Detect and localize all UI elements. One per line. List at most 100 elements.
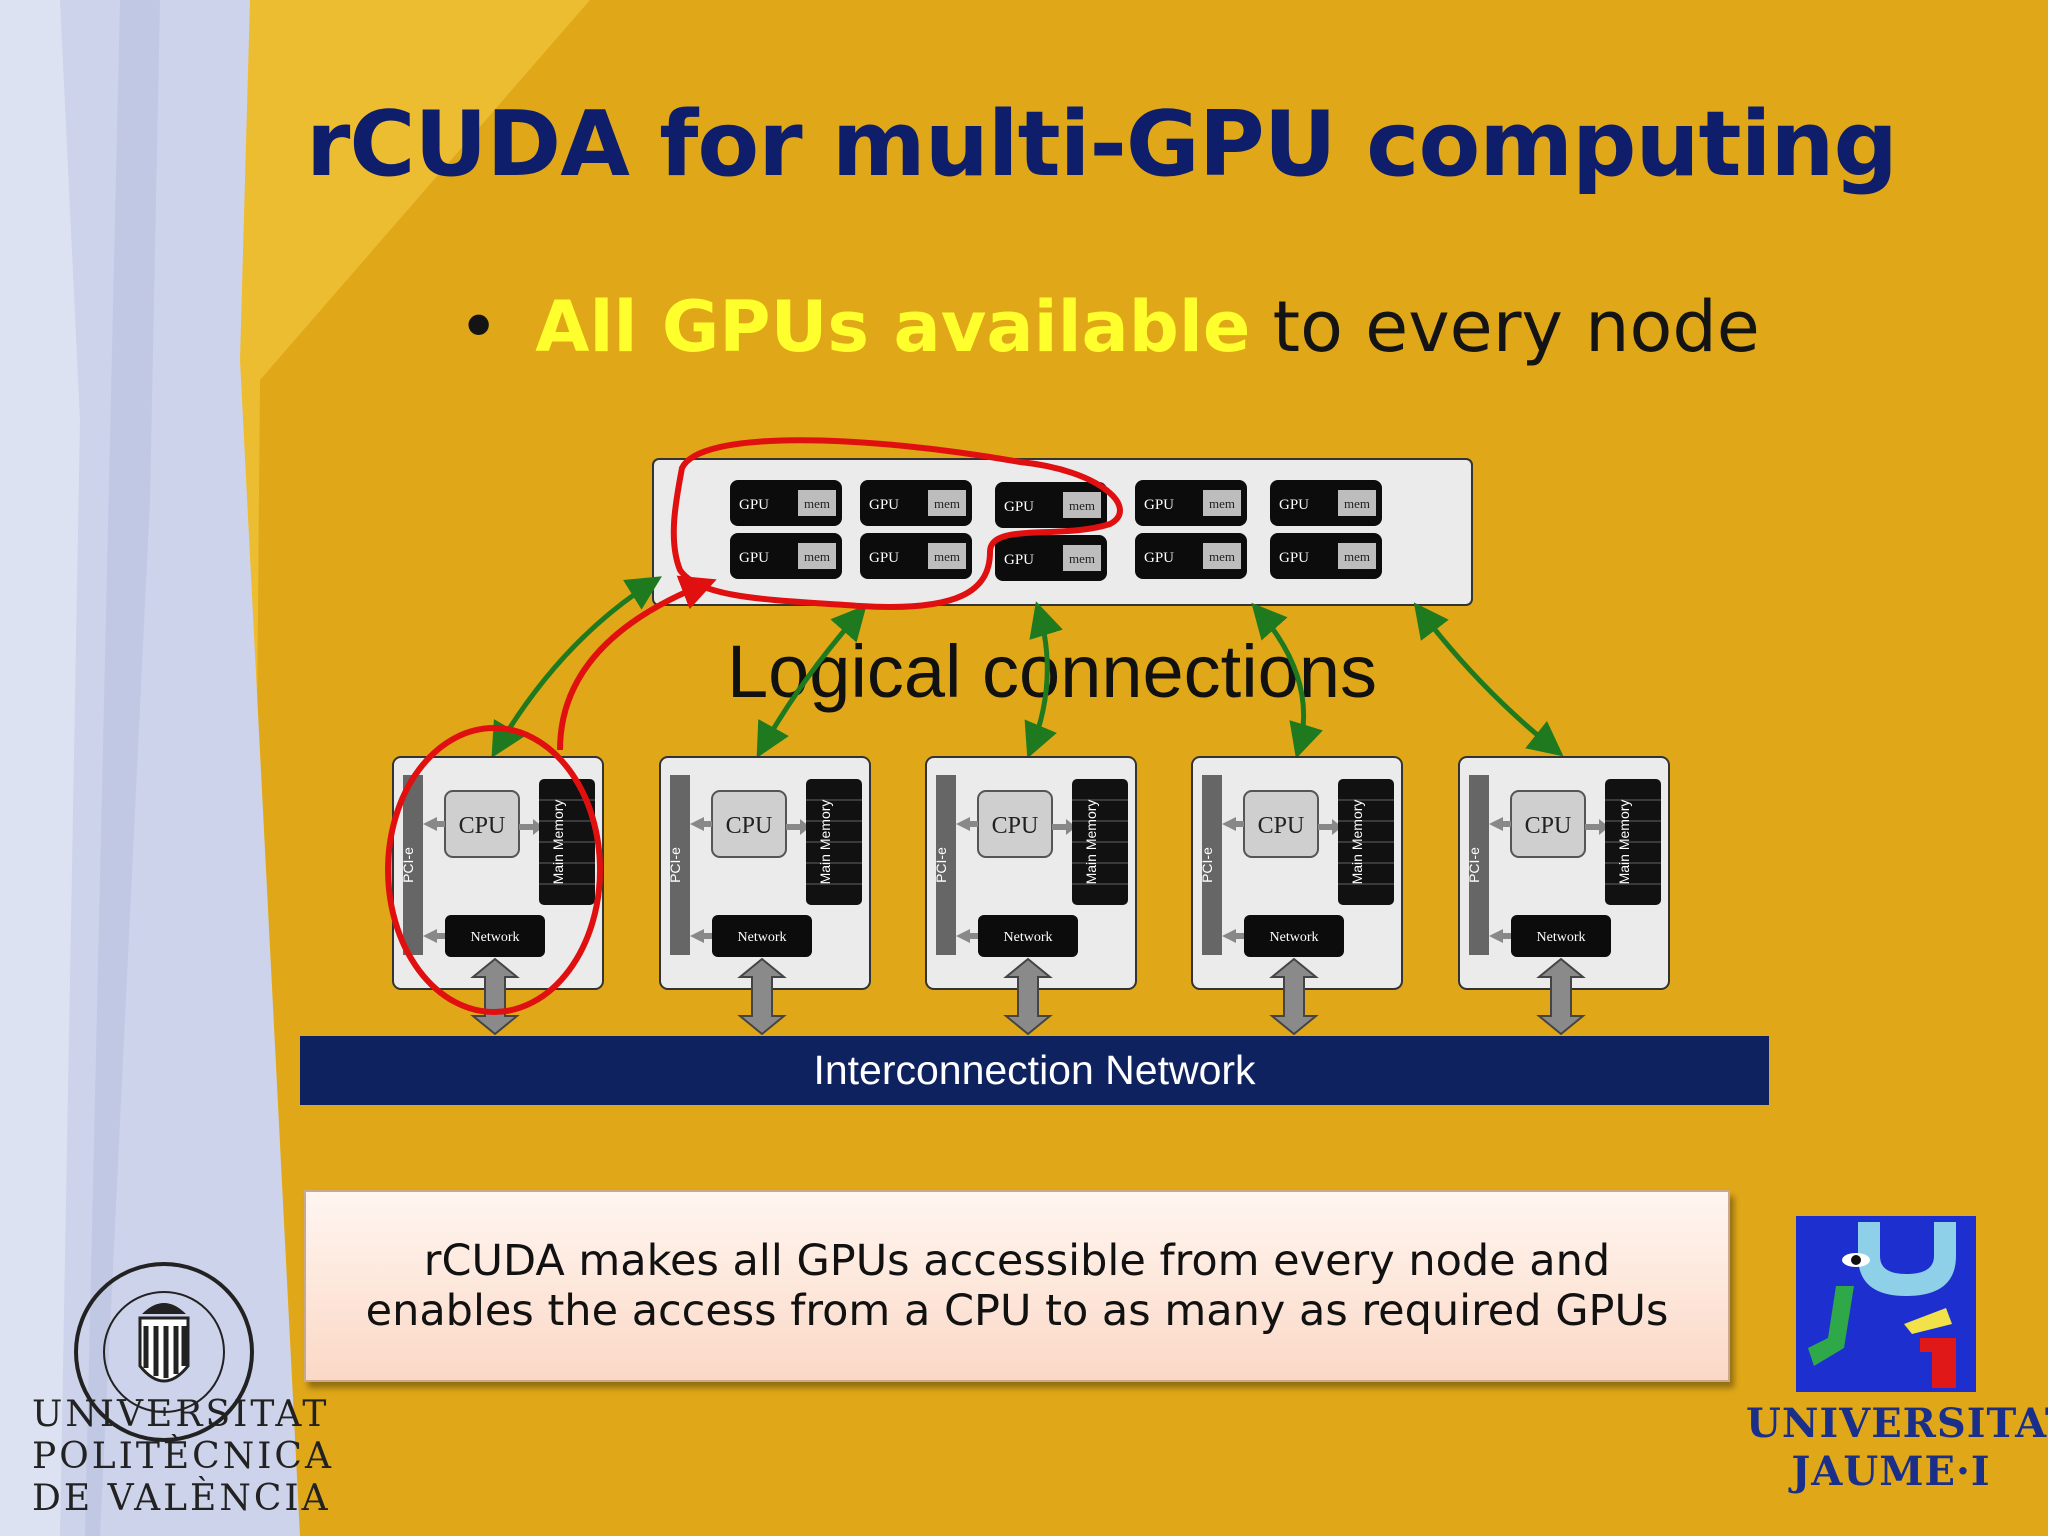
pcie-label: PCI-e (400, 847, 416, 883)
gpu-mem-label: mem (1344, 496, 1370, 511)
gpu-label: GPU (1004, 499, 1034, 515)
pcie-cpu-link (1489, 817, 1511, 831)
uji-wordmark: UNIVERSITAT JAUME·I (1746, 1400, 2048, 1496)
upv-seal-logo (74, 1262, 254, 1442)
pcie-bus (936, 775, 956, 955)
gpu-label: GPU (1279, 497, 1309, 513)
gpu-mem-label: mem (1069, 498, 1095, 513)
network-label: Network (1537, 930, 1586, 945)
network-card (1511, 915, 1611, 957)
gpu-card: GPU mem (730, 480, 842, 526)
cpu-memory-link (786, 819, 810, 835)
gpu-card: GPU mem (995, 482, 1107, 528)
upv-line-3: DE VALÈNCIA (32, 1478, 331, 1519)
gpu-mem-block (1063, 492, 1101, 518)
gpu-mem-block (1338, 543, 1376, 569)
node-network-link (1003, 957, 1053, 1036)
node-network-link (470, 957, 520, 1036)
pcie-label: PCI-e (1466, 847, 1482, 883)
uji-line-2: JAUME·I (1791, 1448, 1991, 1495)
node-network-link (737, 957, 787, 1036)
logical-arrow-node-5 (1413, 602, 1564, 757)
caption-line-1: rCUDA makes all GPUs accessible from eve… (423, 1236, 1611, 1286)
pcie-bus (670, 775, 690, 955)
gpu-mem-label: mem (804, 549, 830, 564)
gpu-mem-label: mem (934, 496, 960, 511)
bullet-dot: • (458, 286, 500, 368)
logical-arrow-node-1 (491, 576, 662, 759)
logical-arrow-node-2 (756, 604, 867, 759)
gpu-mem-block (1203, 490, 1241, 516)
network-label: Network (1004, 930, 1053, 945)
cpu-label: CPU (1258, 813, 1305, 839)
upv-line-2: POLITÈCNICA (32, 1436, 334, 1477)
gpu-label: GPU (739, 497, 769, 513)
upv-line-1: UNIVERSITAT (32, 1394, 330, 1435)
cpu-memory-link (1318, 819, 1342, 835)
cpu-label: CPU (459, 813, 506, 839)
network-label: Network (1270, 930, 1319, 945)
cpu-label: CPU (992, 813, 1039, 839)
main-memory-label: Main Memory (1349, 800, 1365, 885)
network-card (712, 915, 812, 957)
pcie-bus (403, 775, 423, 955)
interconnection-network: Interconnection Network (300, 1036, 1769, 1105)
network-card (1244, 915, 1344, 957)
gpu-mem-label: mem (804, 496, 830, 511)
gpu-label: GPU (1004, 552, 1034, 568)
pcie-network-link (1222, 929, 1244, 943)
gpu-card: GPU mem (1270, 480, 1382, 526)
gpu-mem-block (928, 543, 966, 569)
uji-logo (1796, 1216, 1976, 1392)
gpu-mem-block (1063, 545, 1101, 571)
uji-line-1: UNIVERSITAT (1746, 1400, 2048, 1447)
network-label: Network (738, 930, 787, 945)
bullet-highlight: All GPUs available (535, 286, 1251, 368)
cpu-label: CPU (726, 813, 773, 839)
gpu-mem-block (798, 543, 836, 569)
gpu-card: GPU mem (730, 533, 842, 579)
gpu-label: GPU (869, 497, 899, 513)
logical-arrow-node-3 (1024, 601, 1063, 759)
selection-ring-node (385, 725, 603, 1015)
network-card (445, 915, 545, 957)
gpu-label: GPU (739, 550, 769, 566)
pcie-network-link (1489, 929, 1511, 943)
gpu-mem-label: mem (1069, 551, 1095, 566)
network-label: Network (471, 930, 520, 945)
gpu-mem-block (928, 490, 966, 516)
gpu-label: GPU (1144, 550, 1174, 566)
gpu-card: GPU mem (1135, 533, 1247, 579)
caption-line-2: enables the access from a CPU to as many… (365, 1286, 1669, 1336)
pcie-cpu-link (690, 817, 712, 831)
gpu-label: GPU (1144, 497, 1174, 513)
selection-highlight (385, 437, 1123, 1015)
node-network-link (1536, 957, 1586, 1036)
main-memory-label: Main Memory (1083, 800, 1099, 885)
cpu-memory-link (519, 819, 543, 835)
gpu-label: GPU (1279, 550, 1309, 566)
pcie-bus (1469, 775, 1489, 955)
pcie-label: PCI-e (1199, 847, 1215, 883)
selection-link (557, 575, 717, 751)
pcie-cpu-link (956, 817, 978, 831)
pcie-label: PCI-e (933, 847, 949, 883)
bullet-rest: to every node (1272, 286, 1760, 368)
node-network-link (1269, 957, 1319, 1036)
pcie-cpu-link (1222, 817, 1244, 831)
logical-arrow-node-4 (1251, 602, 1323, 759)
gpu-mem-block (1338, 490, 1376, 516)
pcie-network-link (690, 929, 712, 943)
gpu-mem-label: mem (1209, 549, 1235, 564)
main-memory-label: Main Memory (550, 800, 566, 885)
gpu-mem-block (798, 490, 836, 516)
main-memory-label: Main Memory (1616, 800, 1632, 885)
